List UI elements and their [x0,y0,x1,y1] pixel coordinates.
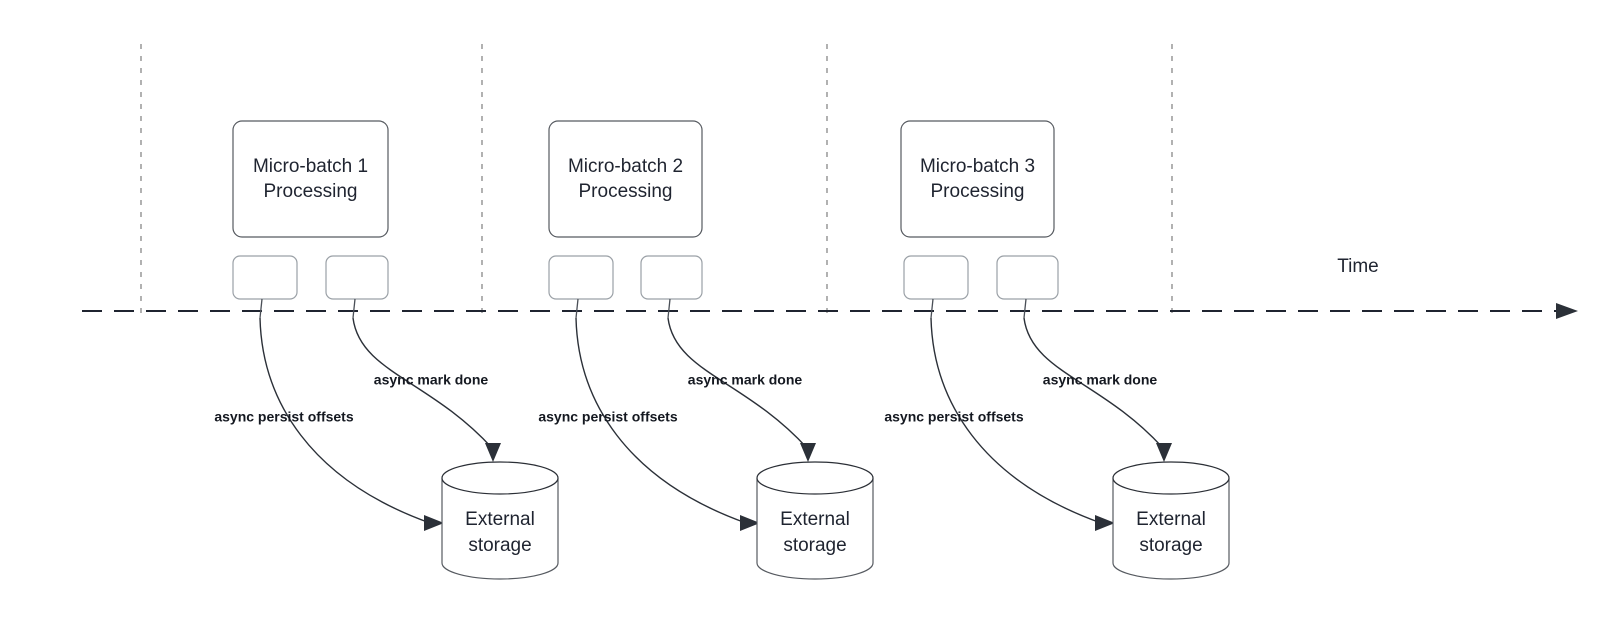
external-storage-cylinder-body-1[interactable] [441,478,559,580]
microbatch-group-2: Micro-batch 2 Processing External storag… [538,120,874,580]
mark-done-task-stem-2 [667,298,671,319]
persist-task-stem-3 [930,298,934,319]
mark-done-edge-label-3: async mark done [1043,372,1158,388]
external-storage-cylinder-body-3[interactable] [1112,478,1230,580]
external-storage-label-1-line1: External [465,509,535,530]
mark-done-task-stem-1 [352,298,356,319]
external-storage-label-2-line2: storage [783,535,846,556]
external-storage-cylinder-body-2[interactable] [756,478,874,580]
microbatch-processing-label-1-line2: Processing [264,181,358,202]
external-storage-cylinder-top-2 [756,461,874,495]
external-storage-cylinder-top-3 [1112,461,1230,495]
external-storage-cylinder-top-1 [441,461,559,495]
external-storage-label-1-line2: storage [468,535,531,556]
mark-done-task-tile-2[interactable] [640,255,703,300]
mark-done-arrowhead-3 [1156,443,1172,462]
mark-done-curve-2 [667,317,808,449]
mark-done-edge-label-1: async mark done [374,372,489,388]
microbatch-processing-label-2-line1: Micro-batch 2 [568,156,683,177]
microbatch-group-3: Micro-batch 3 Processing External storag… [884,120,1230,580]
microbatch-group-1: Micro-batch 1 Processing External storag… [214,120,559,580]
external-storage-label-2-line1: External [780,509,850,530]
microbatch-processing-box-2[interactable] [548,120,703,238]
persist-task-tile-2[interactable] [548,255,614,300]
mark-done-task-tile-1[interactable] [325,255,389,300]
persist-offsets-curve-2 [575,317,747,524]
external-storage-label-3-line2: storage [1139,535,1202,556]
mark-done-curve-3 [1023,317,1164,449]
persist-task-stem-1 [259,298,263,319]
microbatch-processing-label-3-line1: Micro-batch 3 [920,156,1035,177]
microbatch-processing-label-2-line2: Processing [579,181,673,202]
mark-done-arrowhead-2 [800,443,816,462]
microbatch-processing-box-1[interactable] [232,120,389,238]
microbatch-processing-box-3[interactable] [900,120,1055,238]
persist-task-stem-2 [575,298,579,319]
mark-done-task-tile-3[interactable] [996,255,1059,300]
mark-done-curve-1 [352,317,493,449]
mark-done-task-stem-3 [1023,298,1027,319]
persist-offsets-curve-3 [930,317,1102,524]
persist-offsets-arrowhead-1 [424,515,444,531]
persist-offsets-edge-label-1: async persist offsets [214,409,353,425]
persist-task-tile-3[interactable] [903,255,969,300]
microbatch-processing-label-3-line2: Processing [931,181,1025,202]
external-storage-label-3-line1: External [1136,509,1206,530]
time-axis-arrowhead [1556,303,1578,319]
persist-offsets-curve-1 [259,317,431,524]
persist-offsets-arrowhead-2 [740,515,760,531]
persist-offsets-edge-label-3: async persist offsets [884,409,1023,425]
mark-done-arrowhead-1 [485,443,501,462]
persist-offsets-arrowhead-3 [1095,515,1115,531]
time-axis-label: Time [1337,256,1379,277]
persist-task-tile-1[interactable] [232,255,298,300]
persist-offsets-edge-label-2: async persist offsets [538,409,677,425]
microbatch-processing-label-1-line1: Micro-batch 1 [253,156,368,177]
mark-done-edge-label-2: async mark done [688,372,803,388]
